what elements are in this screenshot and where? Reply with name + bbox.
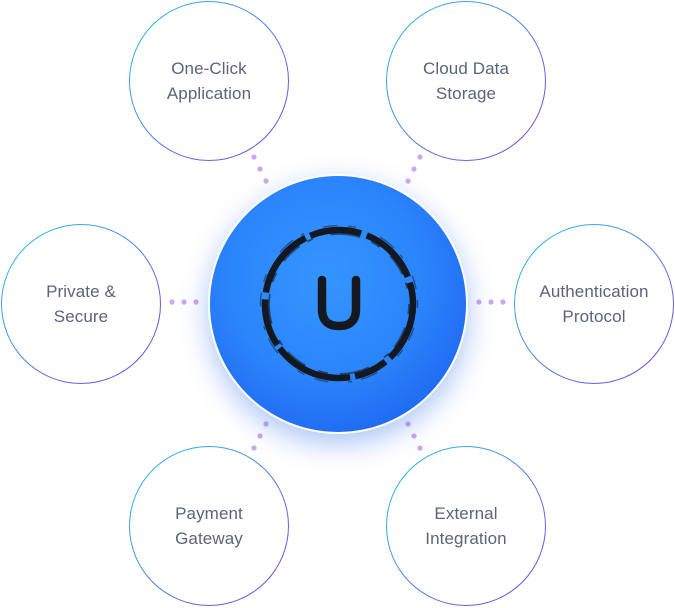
connector-dot — [411, 433, 417, 439]
connector-dot — [169, 299, 175, 305]
connector-dot — [417, 445, 423, 451]
connector-dot — [257, 433, 263, 439]
feature-label: Private & Secure — [46, 282, 116, 326]
feature-node-external-integration: External Integration — [386, 446, 546, 606]
feature-node-cloud-data-storage: Cloud Data Storage — [386, 1, 546, 161]
feature-node-authentication-protocol: Authentication Protocol — [514, 224, 674, 384]
connector-dot — [263, 421, 269, 427]
connector-dot — [411, 166, 417, 172]
hub-disc — [210, 176, 466, 432]
connector-dot — [405, 178, 411, 184]
connector-dot — [257, 166, 263, 172]
connector-dot — [251, 445, 257, 451]
feature-label: External Integration — [425, 504, 507, 548]
logo-u-icon — [317, 275, 361, 331]
feature-label: Authentication Protocol — [539, 282, 649, 326]
connector-dot — [251, 154, 257, 160]
feature-label: Payment Gateway — [175, 504, 243, 548]
feature-node-private-secure: Private & Secure — [1, 224, 161, 384]
connector-dot — [405, 421, 411, 427]
feature-label: Cloud Data Storage — [422, 59, 510, 103]
logo-ring-texture-icon — [259, 224, 419, 384]
feature-node-payment-gateway: Payment Gateway — [129, 446, 289, 606]
central-hub — [208, 174, 468, 434]
connector-dot — [417, 154, 423, 160]
logo-ring-icon — [261, 226, 417, 382]
hub-graphic — [210, 176, 466, 432]
connector-dot — [263, 178, 269, 184]
logo-ring-texture-icon — [268, 233, 410, 375]
feature-node-one-click-application: One-Click Application — [129, 1, 289, 161]
connector-dot — [181, 299, 187, 305]
feature-label: One-Click Application — [166, 59, 252, 103]
connector-dot — [476, 299, 482, 305]
connector-dot — [193, 299, 199, 305]
connector-dot — [500, 299, 506, 305]
connector-dot — [488, 299, 494, 305]
